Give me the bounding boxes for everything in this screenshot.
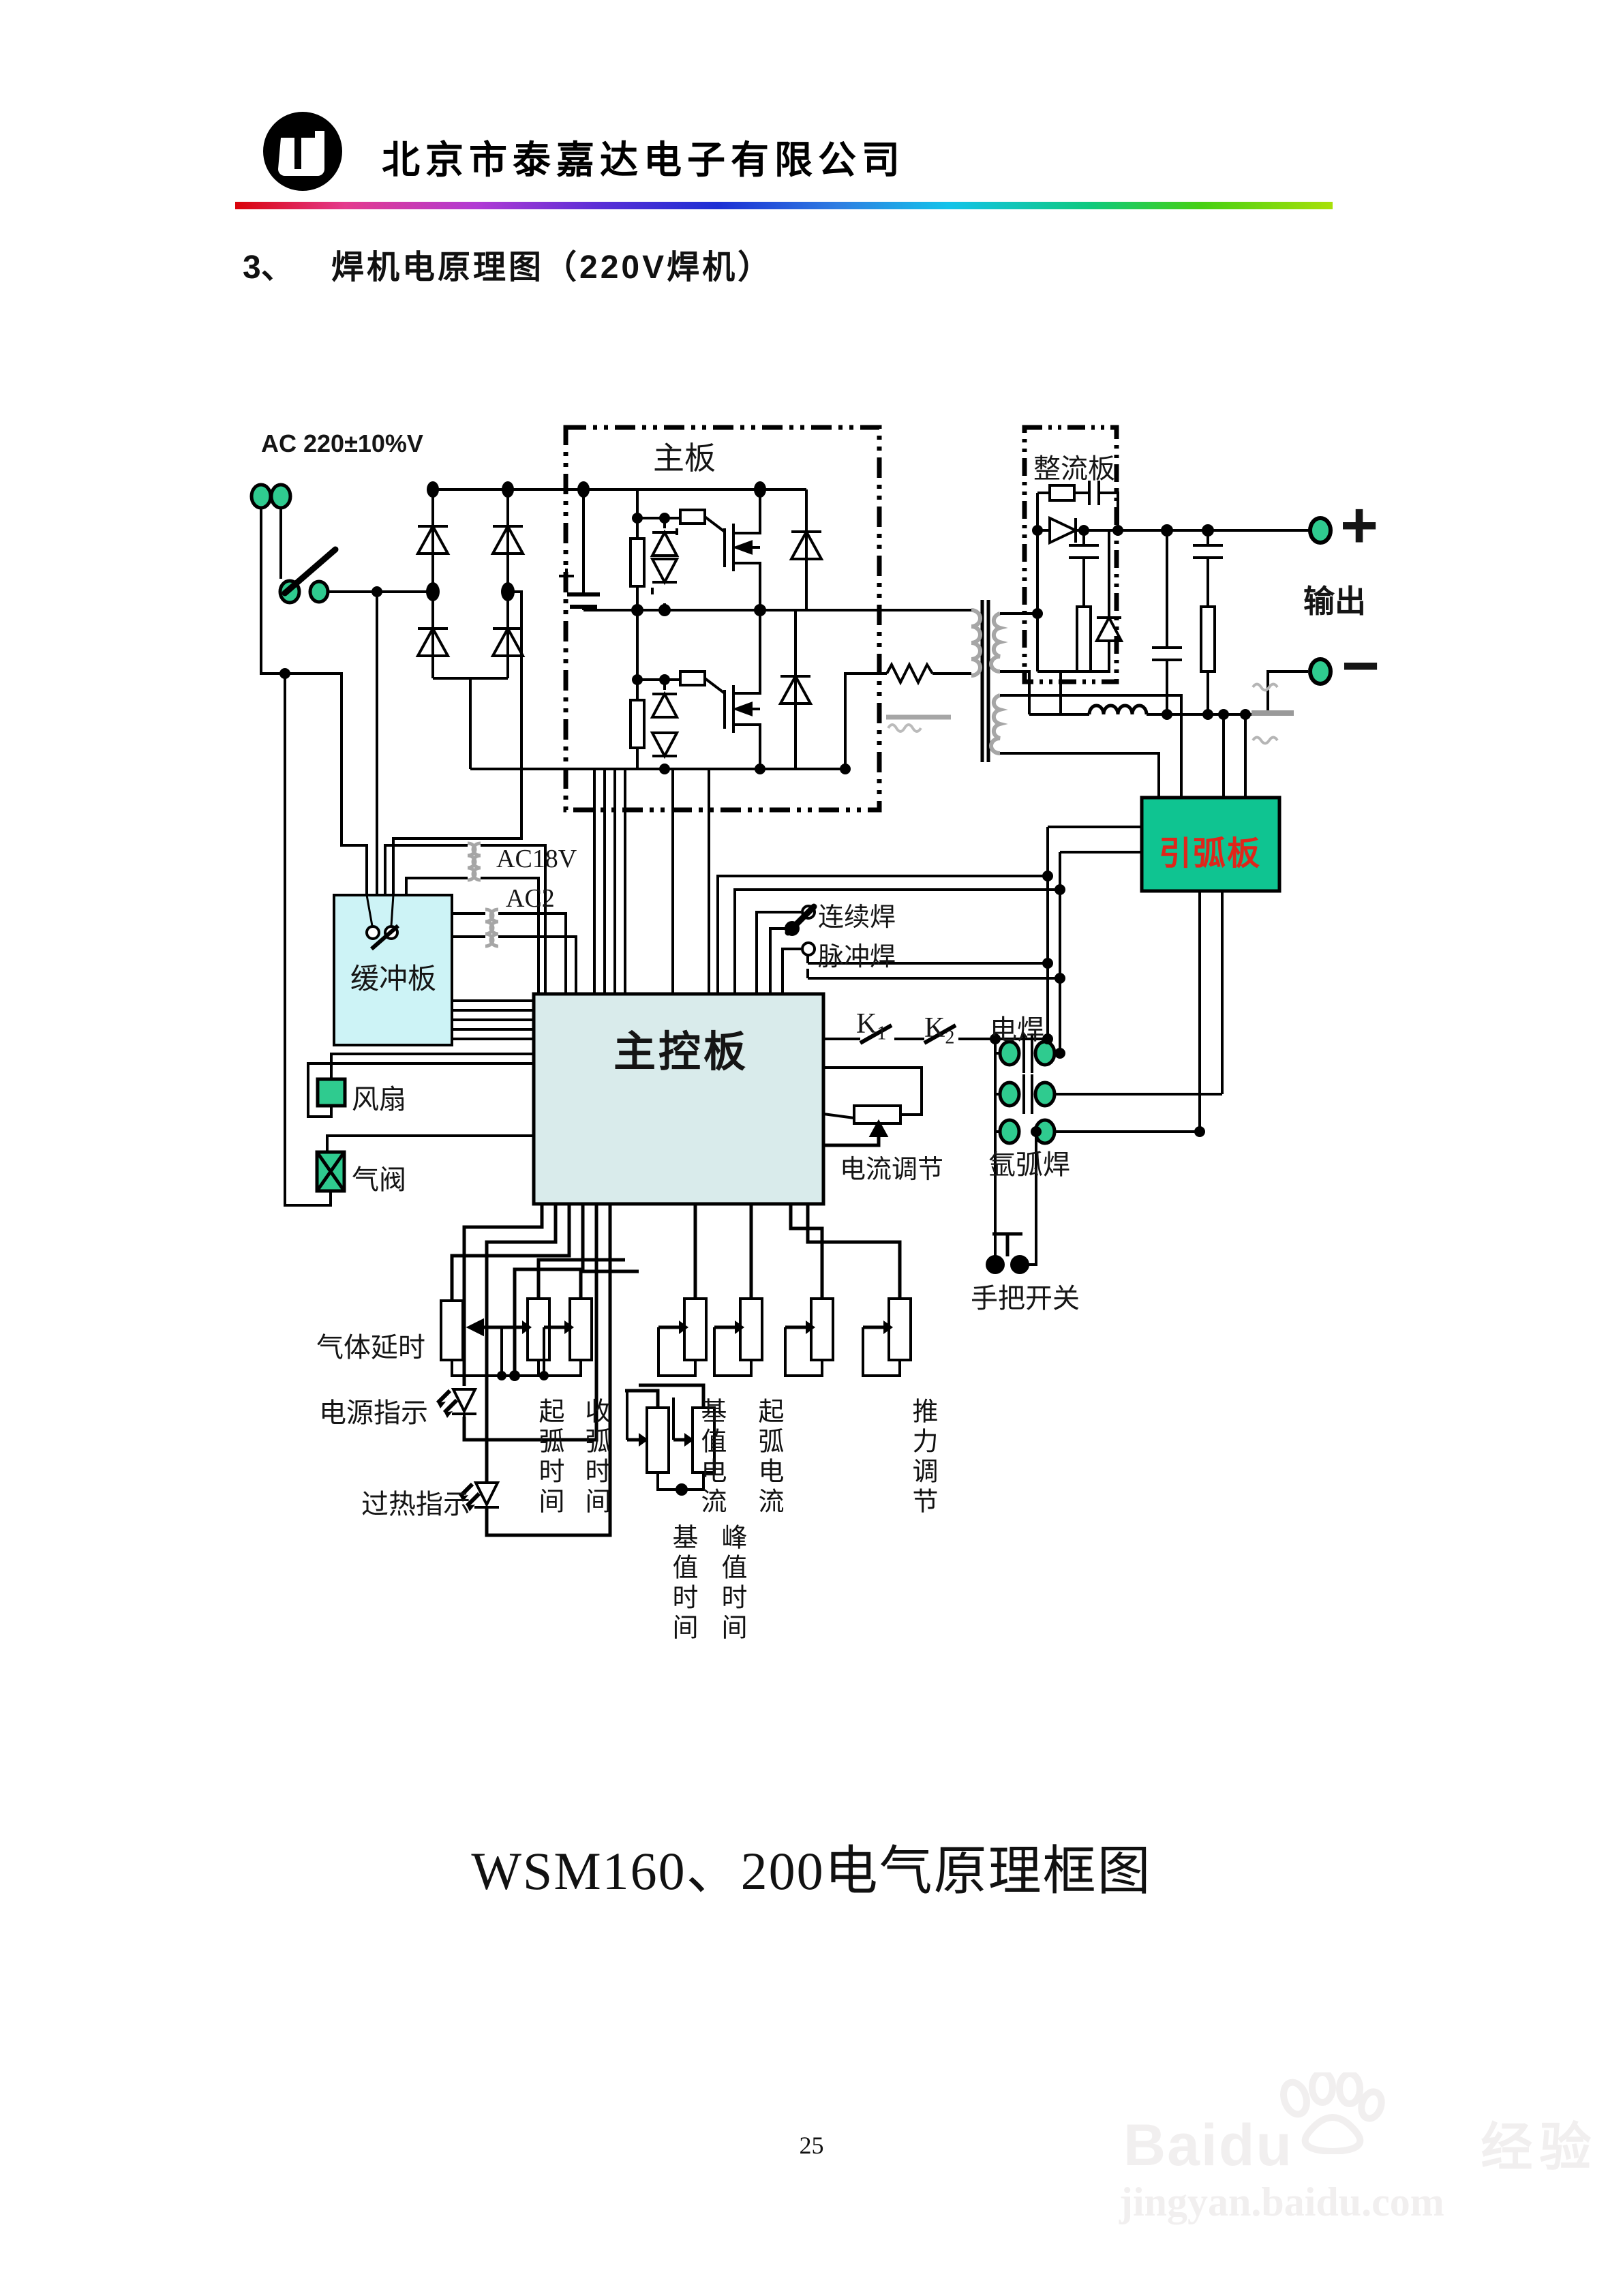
fan-block [307, 1053, 534, 1118]
pulse-weld-label: 脉冲焊 [818, 943, 896, 971]
arc-start-current-label: 起弧电流 [754, 1398, 783, 1517]
control-board-label: 主控板 [613, 1029, 749, 1076]
arc-stop-time-label: 收弧时间 [581, 1398, 609, 1517]
continuous-weld-label: 连续焊 [818, 903, 896, 932]
overheat-indicator-label: 过热指示 [361, 1489, 470, 1520]
rainbow-divider [235, 202, 1333, 209]
gas-delay-label: 气体延时 [316, 1332, 425, 1363]
control-board-box [532, 992, 825, 1206]
baidu-paw-icon [1280, 2072, 1385, 2154]
peak-time-label: 峰值时间 [717, 1524, 746, 1644]
electric-weld-label: 电焊 [990, 1014, 1044, 1045]
argon-arc-weld-label: 氩弧焊 [988, 1149, 1070, 1180]
relay-contacts [823, 1023, 1048, 1045]
board-down-wires [593, 769, 710, 994]
gas-valve-label: 气阀 [352, 1164, 406, 1195]
current-adjust-pot [823, 1066, 923, 1147]
buffer-board-label: 缓冲板 [350, 964, 437, 995]
gas-delay-pot [440, 1299, 515, 1377]
gas-valve-block [284, 674, 534, 1207]
output-minus-label: − [1341, 629, 1380, 702]
ac-input-terminals [249, 483, 292, 510]
aux-transformer-ac2 [452, 907, 577, 994]
base-current-label: 基值电流 [697, 1398, 725, 1517]
weld-terminal-block [995, 1033, 1222, 1145]
output-plus-label: + [1340, 489, 1379, 562]
main-board-lower-cell [629, 610, 813, 769]
company-logo-icon [263, 112, 342, 191]
thrust-adjust-label: 推力调节 [908, 1398, 937, 1517]
handle-switch-label: 手把开关 [971, 1283, 1080, 1314]
arc-board-label: 引弧板 [1159, 836, 1262, 872]
ac2-label: AC2 [506, 884, 555, 913]
upper-right-wires [716, 875, 1060, 994]
page-number: 25 [799, 2132, 824, 2159]
rectifier-board-internals [1000, 481, 1124, 714]
base-time-label: 基值时间 [668, 1524, 697, 1644]
power-indicator-led [436, 1388, 478, 1418]
aux-transformer-ac18v [384, 841, 547, 994]
wire-bundle-left [450, 1204, 612, 1537]
main-board-box [563, 425, 882, 813]
ac18v-label: AC18V [496, 845, 577, 873]
main-transformer [844, 600, 1008, 769]
weld-mode-switch [755, 903, 817, 994]
main-board-upper-cell [559, 489, 824, 610]
watermark-url: jingyan.baidu.com [1119, 2179, 1444, 2224]
k1-label: K1 [856, 1008, 887, 1044]
section-title: 焊机电原理图（220V焊机） [331, 250, 774, 286]
rectifier-board-label: 整流板 [1033, 453, 1115, 484]
bridge-rectifier [415, 489, 526, 769]
pot-bank-row1 [500, 1204, 912, 1377]
section-number: 3、 [243, 250, 294, 286]
buffer-board-box [333, 894, 453, 1046]
k2-label: K2 [924, 1012, 955, 1048]
output-label: 输出 [1303, 584, 1366, 619]
arc-board-wires [1000, 694, 1247, 1132]
figure-caption: WSM160、200电气原理框图 [471, 1841, 1152, 1901]
watermark-brand: Baidu 经验 [1123, 2113, 1598, 2178]
mid-right-wires [806, 954, 1060, 980]
company-name: 北京市泰嘉达电子有限公司 [382, 138, 905, 181]
handle-switch-symbol [986, 1132, 1037, 1274]
output-terminals [1308, 516, 1333, 686]
main-board-label: 主板 [653, 441, 716, 476]
power-switch [278, 546, 339, 605]
current-adjust-label: 电流调节 [840, 1155, 944, 1184]
overheat-indicator-led [458, 1481, 500, 1511]
rectifier-board-box [1022, 425, 1119, 684]
fan-label: 风扇 [352, 1084, 406, 1115]
arc-ignition-board-box [1140, 796, 1281, 893]
arc-start-time-label: 起弧时间 [534, 1398, 563, 1517]
buffer-control-wires [452, 999, 534, 1040]
ac-input-label: AC 220±10%V [261, 429, 423, 457]
junction-dots [279, 481, 1251, 1496]
power-indicator-label: 电源指示 [319, 1398, 428, 1428]
